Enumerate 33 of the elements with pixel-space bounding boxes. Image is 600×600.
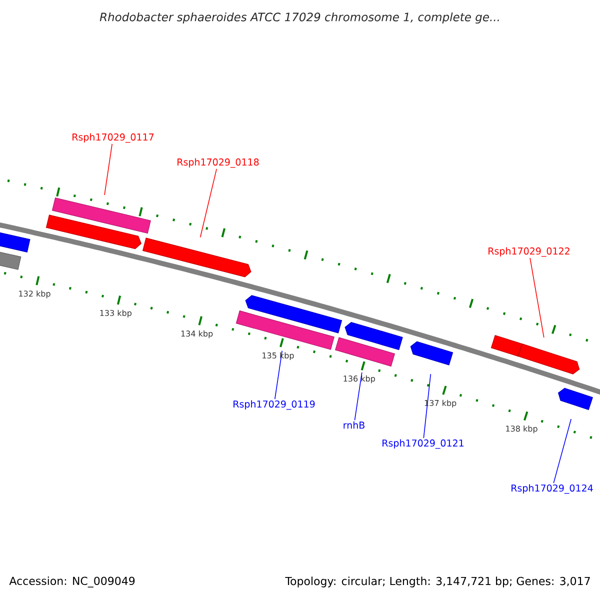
gene-label: Rsph17029_0117 [72, 133, 154, 143]
leader-line [553, 418, 572, 484]
accession-text: Accession: NC_009049 [9, 576, 135, 588]
gene-feature [245, 295, 342, 334]
gene-feature [558, 388, 593, 410]
gene-feature [344, 322, 403, 350]
scale-label: 133 kbp [100, 310, 132, 318]
gene-label: rnhB [344, 421, 364, 429]
leader-line [354, 372, 362, 421]
genome-info-text: Topology: circular; Length: 3,147,721 bp; Genes: 3,017 [285, 576, 590, 588]
gene-label: Rsph17029_0119 [234, 400, 315, 410]
scale-label: 134 kbp [181, 330, 213, 338]
scale-label: 138 kbp [506, 425, 538, 434]
leader-line [423, 374, 432, 438]
gene-box [0, 250, 22, 270]
scale-label: 132 kbp [19, 290, 50, 298]
gene-feature [518, 344, 580, 374]
gene-label: Rsph17029_0121 [382, 439, 464, 449]
gene-bar [236, 310, 334, 350]
scale-label: 136 kbp [344, 375, 375, 384]
gene-label: Rsph17029_0118 [178, 158, 259, 168]
gene-feature [410, 341, 454, 366]
gene-feature [142, 238, 252, 278]
leader-line [104, 144, 113, 196]
gene-bar [52, 197, 151, 234]
gene-feature [46, 214, 142, 250]
leader-line [274, 350, 282, 400]
leader-line [530, 258, 544, 338]
gene-box [0, 232, 30, 252]
leader-line [200, 168, 217, 238]
gene-label: Rsph17029_0122 [488, 247, 570, 257]
title: Rhodobacter sphaeroides ATCC 17029 chromosome 1, complete ge... [100, 12, 499, 24]
gene-label: Rsph17029_0124 [512, 484, 593, 494]
